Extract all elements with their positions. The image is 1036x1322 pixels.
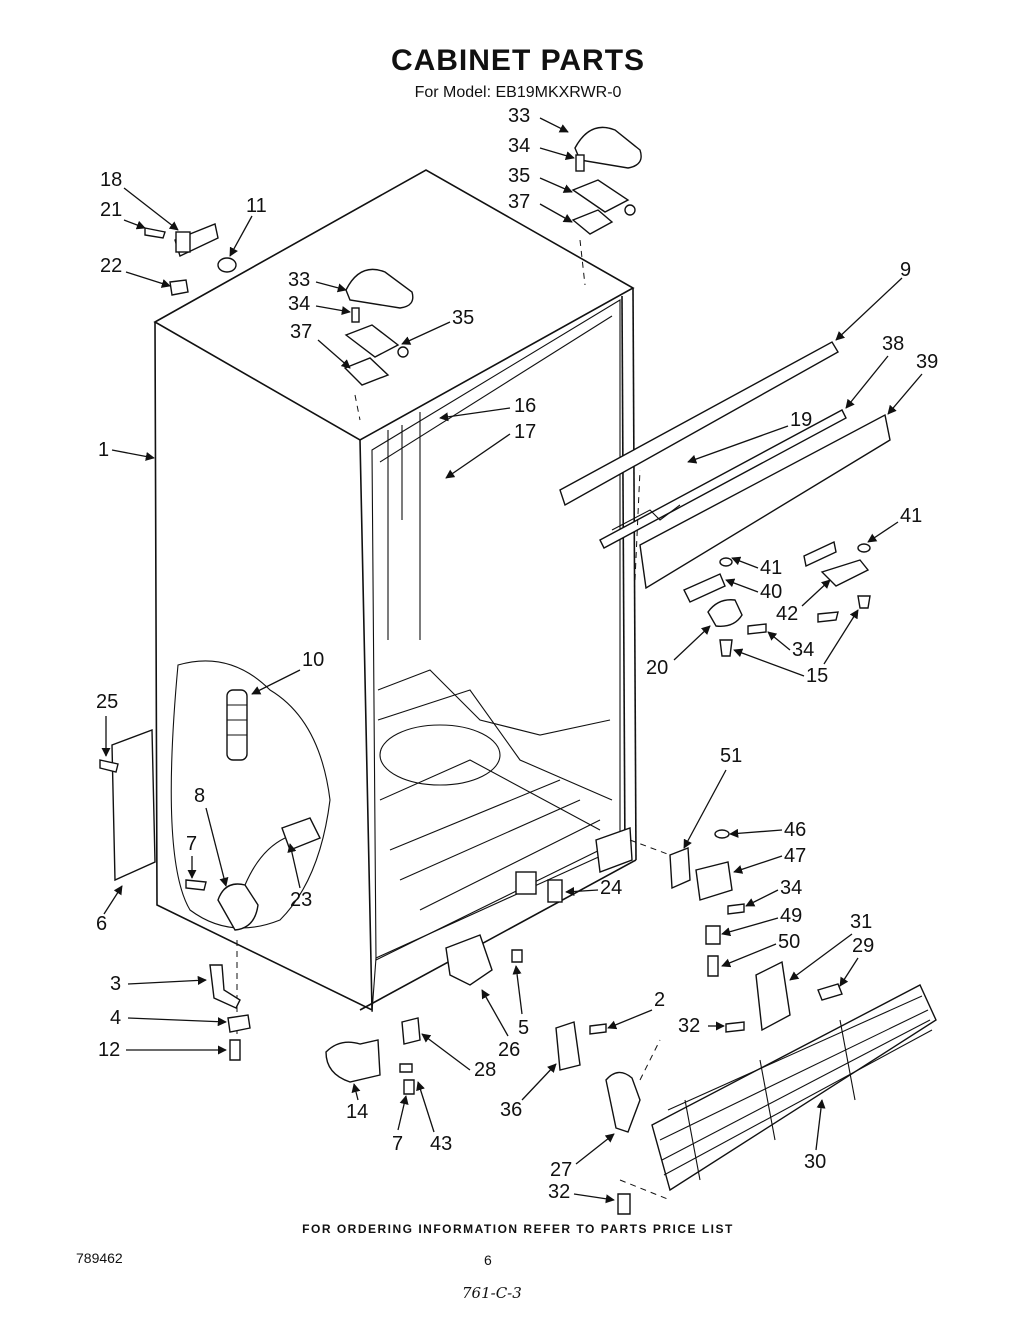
callout-19: 19 [790,409,812,431]
top-hinge-front [343,268,414,386]
callout-23: 23 [290,889,312,911]
callout-11: 11 [246,195,267,217]
page-number: 6 [484,1252,492,1268]
callout-10: 10 [302,649,324,671]
callout-16: 16 [514,395,536,417]
callouts: 33 34 35 37 18 21 11 22 33 34 35 37 9 38… [96,105,938,1204]
callout-22: 22 [100,255,122,277]
callout-12: 12 [98,1039,120,1061]
callout-25: 25 [96,691,118,713]
callout-21: 21 [100,199,122,221]
model-subtitle: For Model: EB19MKXRWR-0 [414,84,622,101]
page-title: CABINET PARTS [390,44,646,77]
callout-49: 49 [780,905,802,927]
callout-39: 39 [916,351,938,373]
lower-hinge-assembly [683,540,871,657]
bottom-hinge-assembly [325,934,523,1095]
callout-35: 35 [508,165,530,187]
callout-8: 8 [194,785,205,807]
callout-14: 14 [346,1101,368,1123]
callout-17: 17 [514,421,536,443]
callout-24: 24 [600,877,622,899]
callout-35b: 35 [452,307,474,329]
grille-mount-assembly [555,1021,745,1215]
callout-29: 29 [852,935,874,957]
callout-34c: 34 [792,639,814,661]
callout-15: 15 [806,665,828,687]
callout-34: 34 [508,135,530,157]
callout-9: 9 [900,259,911,281]
callout-5: 5 [518,1017,529,1039]
callout-2: 2 [654,989,665,1011]
callout-4: 4 [110,1007,121,1029]
callout-41b: 41 [760,557,782,579]
callout-20: 20 [646,657,668,679]
callout-43: 43 [430,1133,452,1155]
cabinet-body [153,169,637,1013]
lower-right-hinge-assembly [515,827,745,977]
callout-32b: 32 [548,1181,570,1203]
callout-18: 18 [100,169,122,191]
callout-46: 46 [784,819,806,841]
callout-34d: 34 [780,877,802,899]
callout-36: 36 [500,1099,522,1121]
callout-30: 30 [804,1151,826,1173]
callout-1: 1 [98,439,109,461]
callout-40: 40 [760,581,782,603]
document-number: 789462 [76,1250,123,1266]
callout-37: 37 [508,191,530,213]
drain-fitting [209,964,251,1061]
callout-37b: 37 [290,321,312,343]
rails-assembly [559,341,891,590]
toe-grille [651,960,937,1192]
callout-6: 6 [96,913,107,935]
callout-3: 3 [110,973,121,995]
callout-34b: 34 [288,293,310,315]
drain-tube [226,689,248,761]
callout-50: 50 [778,931,800,953]
callout-51: 51 [720,745,742,767]
callout-47: 47 [784,845,806,867]
callout-7b: 7 [392,1133,403,1155]
callout-7a: 7 [186,833,197,855]
callout-27: 27 [550,1159,572,1181]
callout-26: 26 [498,1039,520,1061]
callout-42: 42 [776,603,798,625]
ordering-note: FOR ORDERING INFORMATION REFER TO PARTS … [302,1222,734,1236]
callout-33b: 33 [288,269,310,291]
callout-41a: 41 [900,505,922,527]
callout-28: 28 [474,1059,496,1081]
callout-33: 33 [508,105,530,127]
handwritten-note: 761-C-3 [462,1284,522,1302]
callout-38: 38 [882,333,904,355]
top-hinge-rear [571,126,642,235]
callout-31: 31 [850,911,872,933]
door-stop-assembly [144,223,237,296]
callout-32a: 32 [678,1015,700,1037]
control-bracket-assembly [99,660,331,1035]
